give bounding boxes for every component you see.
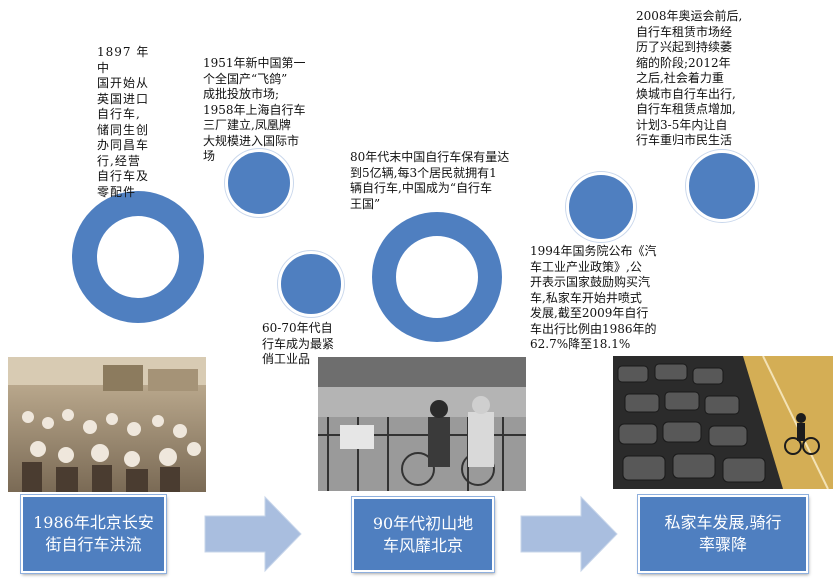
timeline-dot-1951 — [225, 149, 293, 217]
stage-box-private-car: 私家车发展,骑行 率骤降 — [638, 495, 808, 573]
timeline-dot-6070 — [278, 251, 344, 317]
note-2008: 2008年奥运会前后, 自行车租赁市场经 历了兴起到持续萎 缩的阶段;2012年… — [636, 9, 743, 147]
stage-box-90s: 90年代初山地 车风靡北京 — [352, 497, 494, 572]
stage-box-1986: 1986年北京长安 街自行车洪流 — [21, 495, 166, 573]
photo-1986-bike-crowd — [8, 357, 206, 492]
note-6070: 60-70年代自 行车成为最紧 俏工业品 — [262, 321, 335, 366]
photo-90s-mountain-bike — [318, 357, 526, 491]
timeline-dot-1994 — [566, 172, 636, 242]
arrow-right-icon — [520, 495, 618, 573]
note-80s: 80年代末中国自行车保有量达 到5亿辆,每3个居民就拥有1 辆自行车,中国成为“… — [350, 150, 510, 211]
note-1951: 1951年新中国第一 个全国产“飞鸽” 成批投放市场; 1958年上海自行车 三… — [203, 56, 306, 163]
photo-traffic-jam — [613, 356, 833, 489]
timeline-ring-1897 — [72, 191, 204, 323]
timeline-dot-2008 — [686, 150, 758, 222]
note-1994: 1994年国务院公布《汽 车工业产业政策》,公 开表示国家鼓励购买汽 车,私家车… — [530, 244, 657, 351]
timeline-ring-80s — [372, 212, 502, 342]
note-1897: 1897 年 中 国开始从 英国进口 自行车, 储同生创 办同昌车 行,经营 自… — [97, 45, 150, 199]
arrow-right-icon — [204, 495, 302, 573]
